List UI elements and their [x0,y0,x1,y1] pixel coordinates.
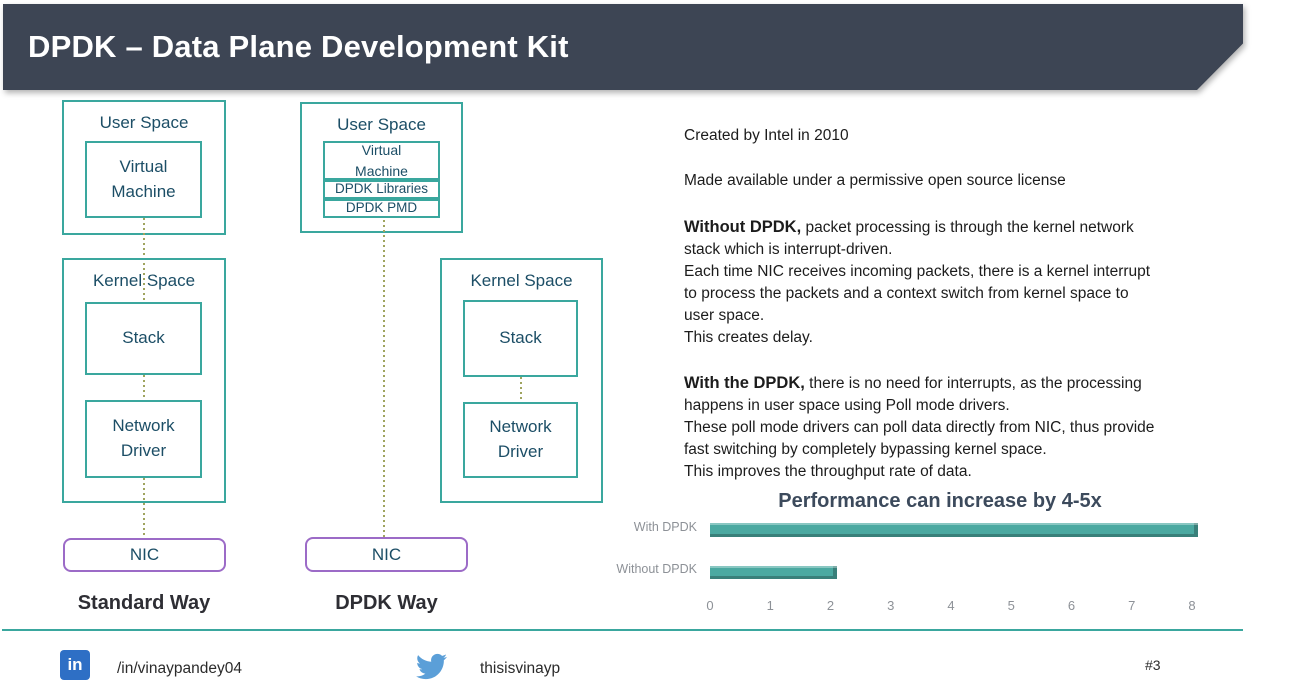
virtual-machine-box-dpdk: Virtual Machine [323,141,440,180]
dpdk-libraries-box: DPDK Libraries [323,180,440,199]
info-license: Made available under a permissive open s… [684,172,1066,189]
caption-standard-way: Standard Way [77,592,211,614]
network-driver-box-standard: Network Driver [85,400,202,478]
chart-bar-without-dpdk [710,566,837,579]
page-number: #3 [1145,657,1161,673]
linkedin-handle: /in/vinaypandey04 [117,660,242,677]
user-space-label: User Space [99,113,189,132]
x-axis-tick-label: 2 [826,598,835,613]
network-driver-box-dpdk: Network Driver [463,402,578,478]
without-dpdk-body: packet processing is through the kernel … [684,219,1151,346]
x-axis-tick-label: 1 [766,598,774,613]
x-axis-tick-label: 5 [1007,598,1015,613]
connector-pmd-to-nic-bypass [383,220,385,537]
header-banner: DPDK – Data Plane Development Kit [3,4,1243,90]
x-axis-tick-label: 0 [706,598,714,613]
connector-stack-to-driver-dpdk [520,377,522,402]
user-space-box-dpdk: User Space [300,102,463,233]
dpdk-pmd-box: DPDK PMD [323,199,440,218]
twitter-handle: thisisvinayp [480,660,561,677]
connector-vm-to-stack [143,218,145,302]
without-dpdk-lead: Without DPDK, [684,218,802,236]
x-axis-tick-label: 6 [1067,598,1076,613]
chart-bar-with-dpdk [710,523,1198,537]
with-dpdk-lead: With the DPDK, [684,374,805,392]
kernel-space-label: Kernel Space [92,271,196,290]
chart-title: Performance can increase by 4-5x [778,490,1102,512]
with-dpdk-body: there is no need for interrupts, as the … [684,375,1155,480]
connector-stack-to-driver [143,375,145,400]
kernel-space-label: Kernel Space [470,271,573,290]
paragraph-without-dpdk: Without DPDK, packet processing is throu… [684,216,1259,349]
connector-driver-to-nic [143,478,145,538]
chart-category-with-dpdk: With DPDK [633,520,697,534]
paragraph-with-dpdk: With the DPDK, there is no need for inte… [684,372,1259,483]
nic-box-standard: NIC [63,538,226,572]
nic-box-dpdk: NIC [305,537,468,572]
linkedin-icon: in [60,650,90,680]
header-shape: DPDK – Data Plane Development Kit [3,4,1243,90]
kernel-space-box-dpdk: Kernel Space [440,258,603,503]
stack-box-standard: Stack [85,302,202,375]
user-space-label: User Space [337,115,426,134]
chart-x-axis: 0 1 2 3 4 5 6 7 8 [0,598,1296,616]
twitter-icon [413,651,450,687]
x-axis-tick-label: 3 [887,598,895,613]
virtual-machine-box-standard: Virtual Machine [85,141,202,218]
footer-divider [2,629,1243,631]
x-axis-tick-label: 8 [1188,598,1196,613]
stack-box-dpdk: Stack [463,300,578,377]
chart-category-without-dpdk: Without DPDK [616,562,697,576]
x-axis-tick-label: 7 [1128,598,1136,613]
x-axis-tick-label: 4 [947,598,955,613]
page-title: DPDK – Data Plane Development Kit [28,29,569,64]
caption-dpdk-way: DPDK Way [335,592,438,614]
info-created-by: Created by Intel in 2010 [684,127,849,144]
